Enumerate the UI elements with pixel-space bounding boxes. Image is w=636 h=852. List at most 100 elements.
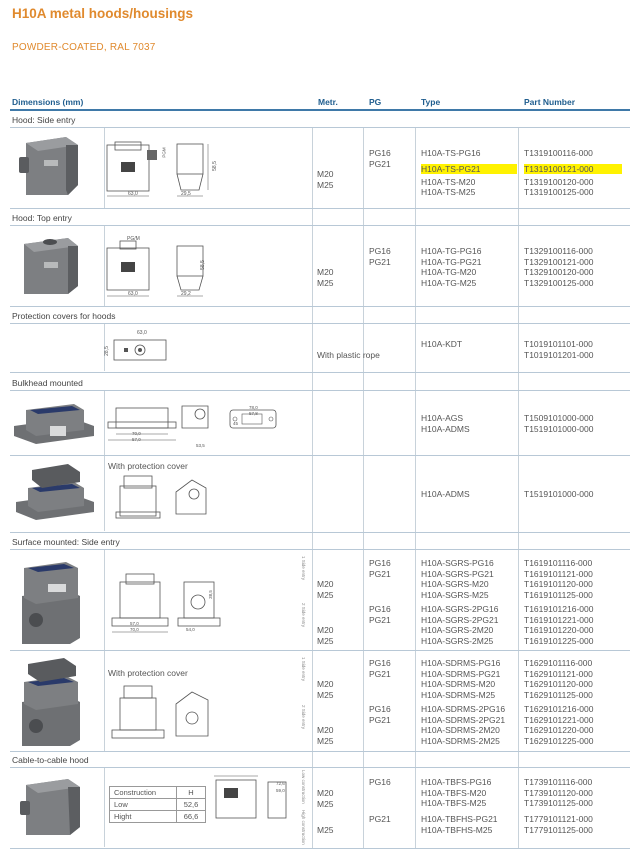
divider	[104, 550, 105, 650]
part-cell: T1329100116-000 T1329100121-000 T1329100…	[524, 246, 594, 288]
section-rule	[10, 225, 630, 226]
dim-a: 72,6	[276, 781, 285, 786]
type-cell: H10A-AGS H10A-ADMS	[421, 413, 470, 434]
section-protection: Protection covers for hoods	[12, 311, 116, 321]
section-surface: Surface mounted: Side entry	[12, 537, 120, 547]
dim-d: 78,0	[249, 405, 258, 410]
bulkhead-cover-drawing	[115, 475, 207, 519]
type-item: H10A-TS-M25	[421, 187, 476, 198]
hood-top-photo	[24, 238, 78, 294]
dim-width: 63,0	[128, 191, 138, 197]
side-label: 2 Side entry	[301, 603, 306, 628]
metr-cell: M20 M25	[317, 169, 334, 190]
divider	[415, 128, 416, 848]
surface-cover-drawing	[111, 685, 209, 739]
header-rule	[10, 109, 630, 111]
part-cell: T1739101116-000 T1739101120-000 T1739101…	[524, 777, 593, 809]
row-rule	[10, 848, 630, 849]
section-rule	[10, 390, 630, 391]
surface-cover-photo	[22, 658, 80, 746]
pg-cell: PG16 PG21	[369, 704, 391, 725]
type-cell: H10A-TG-PG16 H10A-TG-PG21 H10A-TG-M20 H1…	[421, 246, 482, 288]
section-hood-side: Hood: Side entry	[12, 115, 76, 125]
divider	[363, 128, 364, 848]
dim-height: 58,5	[211, 161, 218, 171]
cable-hood-photo	[20, 779, 80, 835]
dim-c: 54,0	[186, 627, 195, 632]
pg-cell: PG16 PG21	[369, 246, 391, 267]
page-subtitle: POWDER-COATED, RAL 7037	[12, 42, 156, 53]
surface-drawing	[111, 573, 221, 633]
part-cell: T1019101101-000 T1019101201-000	[524, 339, 594, 360]
row-rule	[10, 751, 630, 752]
side-label: 2 Side entry	[301, 705, 306, 730]
divider	[312, 128, 313, 848]
hood-top-drawing	[106, 240, 204, 297]
type-cell: H10A-SDRMS-2PG16 H10A-SDRMS-2PG21 H10A-S…	[421, 704, 506, 746]
dim-b: 59,0	[276, 788, 285, 793]
row-note: With protection cover	[108, 461, 188, 471]
divider	[104, 391, 105, 455]
type-cell: H10A-SGRS-2PG16 H10A-SGRS-2PG21 H10A-SGR…	[421, 604, 499, 646]
pg-cell: PG21	[369, 814, 391, 824]
section-rule	[10, 127, 630, 128]
construction-header: Construction	[109, 786, 177, 799]
type-item-highlighted: H10A-TS-PG21	[421, 163, 517, 175]
part-cell: T1619101116-000 T1619101121-000 T1619101…	[524, 558, 593, 600]
part-cell: T1779101121-000 T1779101125-000	[524, 814, 593, 835]
divider	[104, 324, 105, 371]
part-cell: T1629101216-000 T1629101221-000 T1629101…	[524, 704, 594, 746]
section-rule	[10, 549, 630, 550]
type-cell: H10A-TBFHS-PG21 H10A-TBFHS-M25	[421, 814, 498, 835]
divider	[104, 128, 105, 208]
dim-a: 70,0	[130, 627, 139, 632]
dim-c: 53,5	[196, 443, 205, 448]
dim-height: 28,5	[103, 346, 110, 356]
part-cell: T1629101116-000 T1629101121-000 T1629101…	[524, 658, 593, 700]
dim-b: 57,0	[130, 621, 139, 626]
metr-cell: M20 M25	[317, 725, 334, 746]
bulkhead-photo	[14, 404, 94, 444]
row-note: With protection cover	[108, 668, 188, 678]
type-cell: H10A-TS-PG16 H10A-TS-PG21 H10A-TS-M20 H1…	[421, 148, 517, 198]
side-label: 1 Side entry	[301, 556, 306, 581]
type-item: H10A-TS-PG16	[421, 148, 481, 158]
pg-cell: PG16 PG21	[369, 558, 391, 579]
divider	[104, 226, 105, 306]
dim-a: 70,0	[132, 431, 141, 436]
cable-hood-drawing	[214, 775, 287, 819]
dim-width: 63,0	[137, 330, 147, 336]
col-type: Type	[421, 97, 441, 107]
type-cell: H10A-TBFS-PG16 H10A-TBFS-M20 H10A-TBFS-M…	[421, 777, 492, 809]
construction-table: Construction H Low 52,6 Hight 66,6	[109, 786, 206, 823]
section-hood-top: Hood: Top entry	[12, 213, 72, 223]
metr-cell: M20 M25	[317, 679, 334, 700]
metr-cell: M20 M25	[317, 579, 334, 600]
hood-side-photo	[19, 137, 78, 195]
row-rule	[10, 650, 630, 651]
dim-e: 57,8	[249, 411, 258, 416]
side-label: Low construction	[301, 770, 306, 804]
pg-cell: PG16	[369, 777, 391, 787]
type-cell: H10A-ADMS	[421, 489, 470, 499]
col-part-number: Part Number	[524, 97, 576, 107]
construction-label: Hight	[109, 810, 177, 823]
pg-cell: PG16 PG21	[369, 658, 391, 679]
page-title: H10A metal hoods/housings	[12, 6, 194, 21]
section-bulkhead: Bulkhead mounted	[12, 378, 83, 388]
pg-cell: PG16 PG21	[369, 148, 391, 169]
cover-drawing	[113, 339, 167, 361]
dim-pgm: PGM	[161, 147, 167, 158]
pg-cell: PG16 PG21	[369, 604, 391, 625]
col-metr: Metr.	[318, 97, 338, 107]
part-item: T1319100125-000	[524, 187, 594, 198]
type-cell: H10A-SDRMS-PG16 H10A-SDRMS-PG21 H10A-SDR…	[421, 658, 501, 700]
side-label: High construction	[301, 810, 306, 845]
dim-width: 63,0	[128, 291, 138, 297]
construction-label: Low	[109, 798, 177, 811]
part-cell: T1519101000-000	[524, 489, 594, 499]
row-rule	[10, 372, 630, 373]
dim-height: 58,5	[199, 260, 206, 270]
metr-cell: M20 M25	[317, 625, 334, 646]
type-cell: H10A-KDT	[421, 339, 463, 349]
